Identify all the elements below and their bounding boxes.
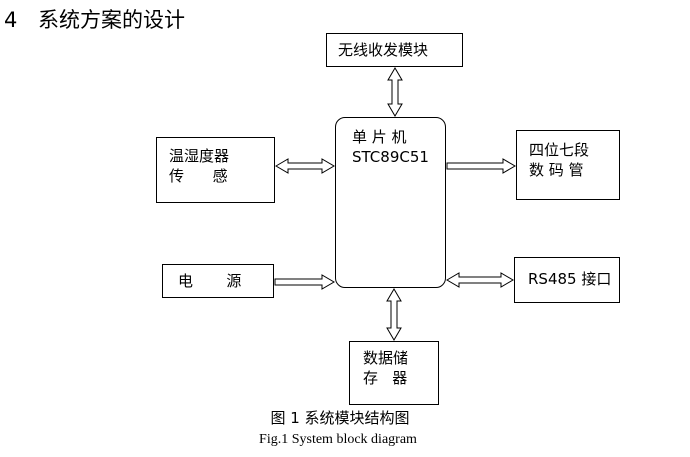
- sensor-label-line1: 温湿度器: [169, 147, 230, 165]
- mcu-model: STC89C51: [352, 148, 429, 167]
- arrow-mcu-display: [446, 158, 516, 174]
- arrow-mcu-storage: [386, 288, 402, 341]
- storage-label-line1: 数据储: [363, 349, 409, 367]
- seven-segment-display-block: 四位七段 数 码 管: [516, 130, 620, 200]
- storage-label-line2: 存 器: [363, 369, 408, 388]
- section-heading: 4 系统方案的设计: [4, 4, 185, 34]
- section-title: 系统方案的设计: [38, 8, 185, 32]
- arrow-wireless-mcu: [387, 67, 403, 117]
- figure-caption-english: Fig.1 System block diagram: [259, 432, 417, 447]
- mcu-block: 单 片 机 STC89C51: [335, 117, 446, 288]
- figure-caption-chinese: 图 1 系统模块结构图: [270, 409, 410, 427]
- power-supply-block: 电 源: [162, 264, 274, 298]
- wireless-module-block: 无线收发模块: [326, 33, 463, 67]
- temp-humidity-sensor-block: 温湿度器 传 感: [156, 137, 275, 203]
- power-label: 电 源: [178, 272, 242, 290]
- rs485-label: RS485 接口: [528, 270, 612, 288]
- arrow-sensor-mcu: [275, 158, 335, 174]
- wireless-module-label: 无线收发模块: [338, 41, 429, 59]
- sensor-label-line2: 传 感: [169, 167, 228, 186]
- display-label-line1: 四位七段: [529, 141, 590, 159]
- data-storage-block: 数据储 存 器: [349, 341, 439, 405]
- section-number: 4: [4, 8, 18, 32]
- arrow-power-mcu: [274, 274, 335, 290]
- rs485-interface-block: RS485 接口: [514, 257, 620, 303]
- arrow-mcu-rs485: [446, 272, 514, 288]
- mcu-label: 单 片 机: [352, 128, 407, 146]
- display-label-line2: 数 码 管: [529, 161, 584, 180]
